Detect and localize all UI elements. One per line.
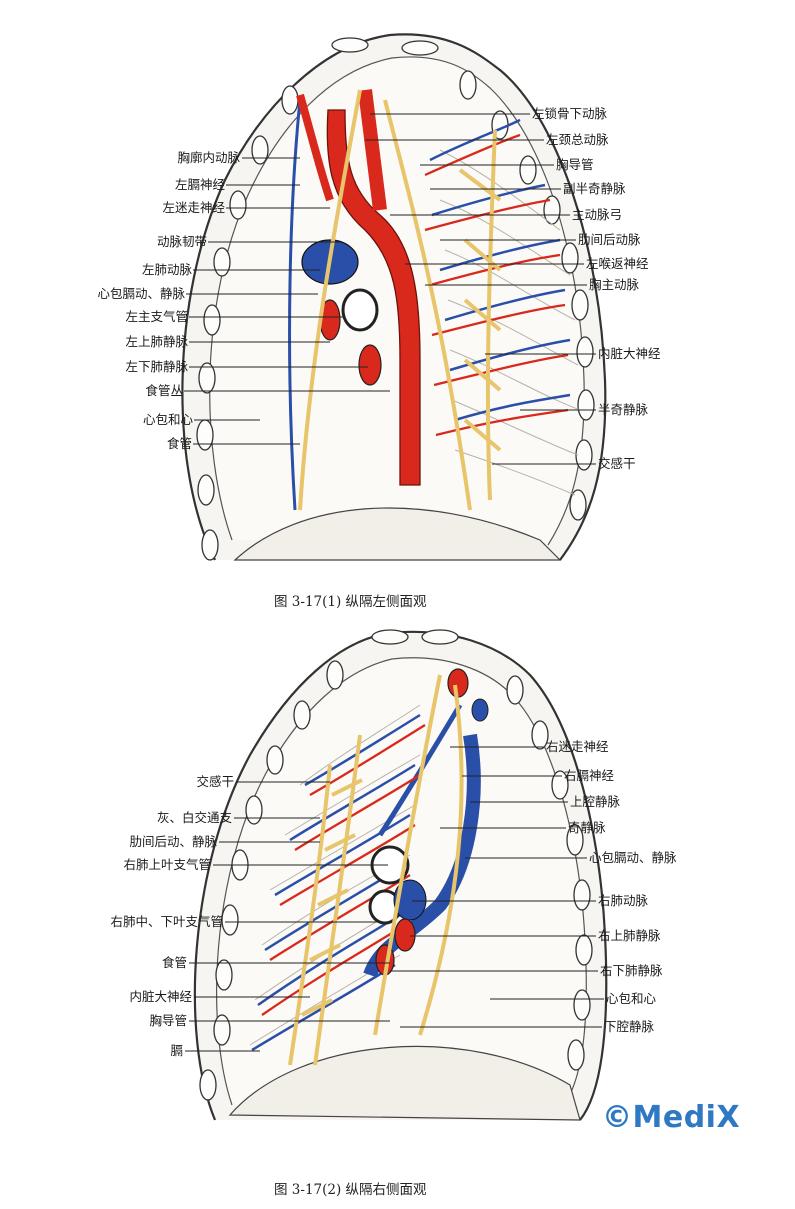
label-pericardium-heart-right: 心包和心: [606, 991, 657, 1006]
label-right-upper-lobe-bronchus: 右肺上叶支气管: [123, 857, 211, 872]
label-pericardiacophrenic-vessels: 心包膈动、静脉: [97, 286, 185, 301]
label-right-pulmonary-artery: 右肺动脉: [598, 893, 649, 908]
label-superior-vena-cava: 上腔静脉: [570, 794, 621, 809]
fig2-leader-lines: [185, 746, 604, 1052]
figure-left-mediastinum: 胸廓内动脉 左膈神经 左迷走神经 动脉韧带 左肺动脉 心包膈动、静脉 左主支气管…: [97, 33, 661, 610]
label-right-vagus-nerve: 右迷走神经: [546, 739, 609, 754]
label-diaphragm: 膈: [170, 1043, 183, 1058]
label-greater-splanchnic-nerve: 内脏大神经: [598, 346, 661, 361]
label-right-phrenic-nerve: 右膈神经: [564, 768, 615, 783]
label-esophageal-plexus: 食管丛: [145, 383, 183, 398]
fig1-leader-lines: [184, 113, 596, 465]
label-inferior-vena-cava: 下腔静脉: [604, 1019, 655, 1034]
label-sympathetic-trunk-right: 交感干: [196, 774, 234, 789]
label-azygos-vein: 奇静脉: [568, 820, 606, 835]
label-hemiazygos-vein: 半奇静脉: [598, 402, 649, 417]
left-mediastinum-illustration: [181, 33, 607, 561]
label-right-superior-pulmonary-vein: 右上肺静脉: [598, 928, 661, 943]
right-mediastinum-illustration: [193, 629, 608, 1121]
label-internal-thoracic-artery: 胸廓内动脉: [177, 150, 240, 165]
label-left-pulmonary-artery: 左肺动脉: [141, 262, 192, 277]
label-esophagus-right: 食管: [161, 955, 187, 970]
label-thoracic-aorta: 胸主动脉: [589, 277, 640, 292]
label-left-common-carotid-artery: 左颈总动脉: [546, 132, 609, 147]
label-esophagus: 食管: [166, 436, 192, 451]
label-thoracic-duct-right: 胸导管: [149, 1013, 187, 1028]
label-greater-splanchnic-nerve-right: 内脏大神经: [129, 989, 192, 1004]
label-left-phrenic-nerve: 左膈神经: [174, 177, 225, 192]
label-left-vagus-nerve: 左迷走神经: [162, 200, 225, 215]
label-posterior-intercostal-vessels: 肋间后动、静脉: [129, 834, 217, 849]
figure2-caption: 图 3-17(2) 纵隔右侧面观: [274, 1182, 427, 1198]
label-aortic-arch: 主动脉弓: [572, 207, 623, 222]
label-posterior-intercostal-artery: 肋间后动脉: [578, 232, 641, 247]
label-left-recurrent-laryngeal-nerve: 左喉返神经: [586, 256, 649, 271]
label-accessory-hemiazygos-vein: 副半奇静脉: [563, 181, 626, 196]
label-left-subclavian-artery: 左锁骨下动脉: [532, 106, 608, 121]
label-ligamentum-arteriosum: 动脉韧带: [156, 234, 207, 249]
label-right-middle-lower-lobe-bronchus: 右肺中、下叶支气管: [110, 914, 223, 929]
label-pericardiacophrenic-vessels-right: 心包膈动、静脉: [589, 850, 677, 865]
watermark-logo: ©MedіX: [602, 1100, 741, 1135]
label-left-inferior-pulmonary-vein: 左下肺静脉: [125, 359, 188, 374]
label-right-inferior-pulmonary-vein: 右下肺静脉: [600, 963, 663, 978]
label-left-superior-pulmonary-vein: 左上肺静脉: [125, 334, 188, 349]
figure1-caption: 图 3-17(1) 纵隔左侧面观: [274, 594, 427, 610]
label-thoracic-duct: 胸导管: [556, 157, 594, 172]
label-pericardium-heart: 心包和心: [142, 412, 193, 427]
label-left-main-bronchus: 左主支气管: [125, 309, 188, 324]
figure-right-mediastinum: 交感干 灰、白交通支 肋间后动、静脉 右肺上叶支气管 右肺中、下叶支气管 食管 …: [0, 615, 795, 1209]
label-sympathetic-trunk: 交感干: [598, 456, 636, 471]
label-rami-communicantes: 灰、白交通支: [156, 810, 232, 825]
